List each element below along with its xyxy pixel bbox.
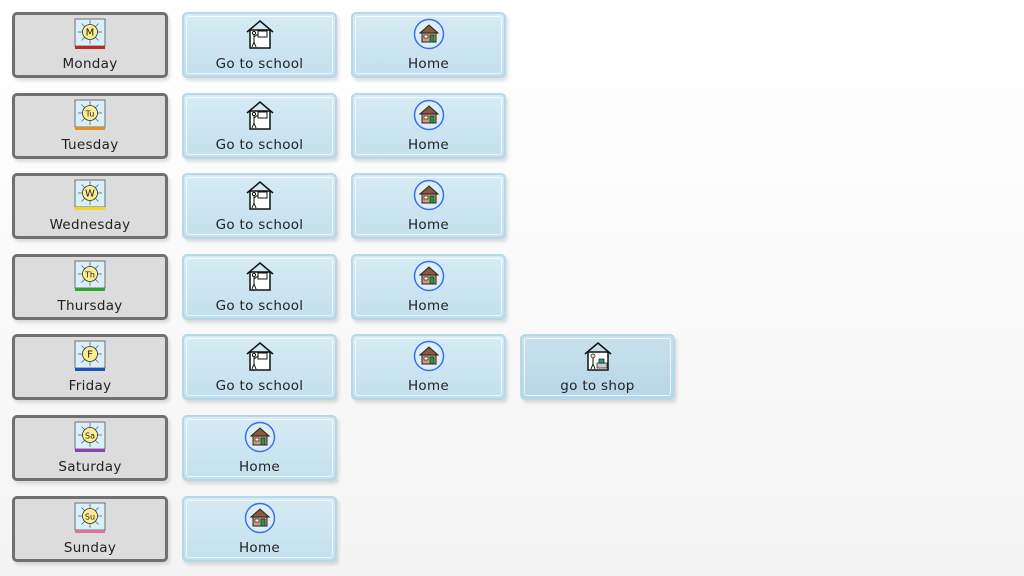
day-label: Friday bbox=[68, 378, 112, 395]
svg-text:Su: Su bbox=[85, 512, 95, 521]
svg-text:W: W bbox=[85, 189, 95, 200]
home-icon bbox=[244, 421, 276, 453]
activity-button[interactable]: Home bbox=[182, 495, 337, 562]
activity-label: Home bbox=[238, 459, 281, 475]
day-label: Thursday bbox=[57, 297, 123, 314]
svg-text:Th: Th bbox=[84, 270, 95, 279]
day-label: Monday bbox=[62, 56, 118, 72]
activity-label: Home bbox=[238, 539, 281, 556]
svg-text:F: F bbox=[87, 350, 93, 361]
day-label: Tuesday bbox=[61, 136, 119, 153]
activity-label: Go to school bbox=[215, 56, 304, 72]
activity-label: Home bbox=[407, 56, 450, 72]
sun-day-icon: M bbox=[74, 18, 106, 50]
svg-text:Sa: Sa bbox=[85, 432, 95, 441]
activity-button[interactable]: go to shop bbox=[520, 334, 675, 401]
activity-label: Home bbox=[407, 297, 450, 314]
home-icon bbox=[413, 260, 445, 292]
activity-button[interactable]: Home bbox=[182, 415, 337, 481]
activity-button[interactable]: Home bbox=[351, 334, 506, 401]
activity-button[interactable]: Go to school bbox=[182, 334, 337, 401]
activity-label: Home bbox=[407, 217, 450, 234]
svg-text:Tu: Tu bbox=[85, 109, 95, 118]
schedule-row-wednesday: W Wednesday Go to school Home bbox=[12, 173, 506, 240]
schedule-row-monday: M Monday Go to school Home bbox=[12, 12, 506, 78]
activity-label: go to shop bbox=[560, 378, 635, 395]
activity-button[interactable]: Home bbox=[351, 253, 506, 320]
activity-button[interactable]: Home bbox=[351, 173, 506, 240]
activity-button[interactable]: Home bbox=[351, 12, 506, 78]
sun-day-icon: Su bbox=[74, 502, 106, 534]
school-icon bbox=[244, 99, 276, 131]
home-icon bbox=[413, 99, 445, 131]
day-button-friday[interactable]: F Friday bbox=[12, 334, 168, 401]
school-icon bbox=[244, 179, 276, 211]
activity-label: Go to school bbox=[215, 297, 304, 314]
activity-label: Go to school bbox=[215, 378, 304, 395]
day-button-monday[interactable]: M Monday bbox=[12, 12, 168, 78]
activity-label: Home bbox=[407, 136, 450, 153]
activity-button[interactable]: Go to school bbox=[182, 92, 337, 159]
day-label: Sunday bbox=[63, 539, 117, 556]
school-icon bbox=[244, 260, 276, 292]
home-icon bbox=[413, 340, 445, 372]
school-icon bbox=[244, 340, 276, 372]
activity-button[interactable]: Home bbox=[351, 92, 506, 159]
day-label: Saturday bbox=[58, 459, 122, 475]
activity-label: Home bbox=[407, 378, 450, 395]
day-label: Wednesday bbox=[49, 217, 131, 234]
schedule-row-friday: F Friday Go to school Home go to shop bbox=[12, 334, 675, 401]
activity-button[interactable]: Go to school bbox=[182, 253, 337, 320]
home-icon bbox=[413, 18, 445, 50]
home-icon bbox=[413, 179, 445, 211]
activity-button[interactable]: Go to school bbox=[182, 173, 337, 240]
activity-button[interactable]: Go to school bbox=[182, 12, 337, 78]
day-button-wednesday[interactable]: W Wednesday bbox=[12, 173, 168, 240]
activity-label: Go to school bbox=[215, 136, 304, 153]
home-icon bbox=[244, 502, 276, 534]
sun-day-icon: W bbox=[74, 179, 106, 211]
activity-label: Go to school bbox=[215, 217, 304, 234]
school-icon bbox=[244, 18, 276, 50]
sun-day-icon: Sa bbox=[74, 421, 106, 453]
sun-day-icon: Tu bbox=[74, 99, 106, 131]
sun-day-icon: F bbox=[74, 340, 106, 372]
sun-day-icon: Th bbox=[74, 260, 106, 292]
svg-text:M: M bbox=[86, 28, 95, 39]
shop-icon bbox=[582, 340, 614, 372]
